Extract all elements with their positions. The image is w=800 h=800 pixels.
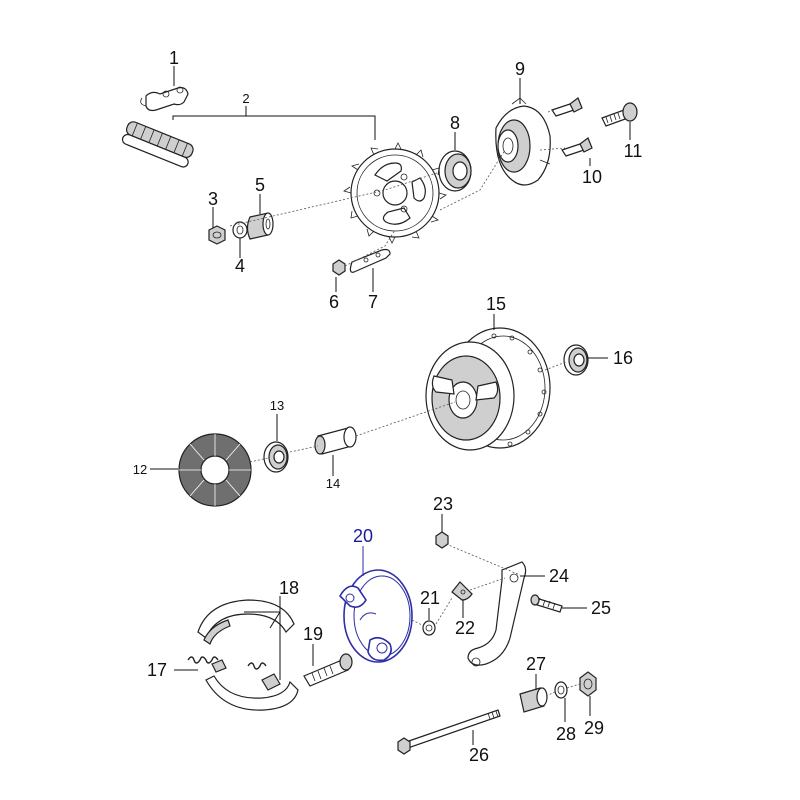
rear-sprocket: [343, 142, 447, 244]
leader-lines-group-2: [150, 314, 608, 476]
callout-18: 18: [279, 578, 299, 598]
part-29-axle-nut: [579, 671, 597, 697]
callout-14: 14: [326, 476, 340, 491]
callout-9: 9: [515, 59, 525, 79]
part-2-chain: [121, 121, 194, 168]
part-28-washer: [554, 681, 568, 699]
part-24-brake-arm: [467, 561, 527, 667]
part-22-wear-indicator: [451, 581, 473, 601]
part-17-spring: [187, 656, 267, 670]
callout-8: 8: [450, 113, 460, 133]
callout-5: 5: [255, 175, 265, 195]
leader-lines-group-3: [174, 514, 591, 745]
alignment-lines-group-1: [229, 109, 566, 267]
part-25-bolt: [530, 594, 563, 613]
part-18-brake-shoes: [197, 599, 299, 711]
part-26-axle: [397, 709, 501, 755]
part-10-stud: [551, 97, 593, 157]
callout-25: 25: [591, 598, 611, 618]
part-15-wheel-hub: [425, 327, 551, 451]
callout-21: 21: [420, 588, 440, 608]
part-5-collar: [246, 212, 274, 240]
part-8-bearing: [438, 150, 472, 192]
callout-11: 11: [624, 141, 643, 161]
callout-26: 26: [469, 745, 489, 765]
callout-19: 19: [303, 624, 323, 644]
part-4-washer: [232, 221, 248, 239]
part-7-lock-plate: [349, 248, 391, 273]
part-9-sprocket-hub: [495, 97, 551, 186]
callout-4: 4: [235, 256, 245, 276]
callout-22: 22: [455, 618, 475, 638]
part-21-washer: [422, 620, 436, 636]
callout-2: 2: [242, 91, 249, 106]
leader-lines-group-1: [172, 66, 631, 292]
part-16-bearing: [563, 344, 589, 376]
callout-29: 29: [584, 718, 604, 738]
part-27-spacer: [519, 687, 548, 713]
callout-12: 12: [133, 462, 147, 477]
callout-24: 24: [549, 566, 569, 586]
callout-20: 20: [353, 526, 373, 546]
callout-16: 16: [613, 348, 633, 368]
part-3-nut: [208, 225, 226, 245]
callout-3: 3: [208, 189, 218, 209]
part-20-brake-panel: [339, 569, 413, 663]
part-11-bolt: [601, 102, 638, 127]
part-19-brake-cam: [303, 653, 353, 687]
callout-6: 6: [329, 292, 339, 312]
callout-labels: 1 2 3 4 5 6 7 8 9 10 11 12 13 14 15 16 1…: [133, 48, 643, 765]
part-13-bearing: [263, 441, 289, 473]
callout-23: 23: [433, 494, 453, 514]
callout-10: 10: [582, 167, 602, 187]
callout-28: 28: [556, 724, 576, 744]
part-12-damper-rubber: [178, 433, 252, 507]
callout-27: 27: [526, 654, 546, 674]
part-1-master-link: [140, 86, 189, 112]
alignment-lines-group-3: [411, 543, 581, 697]
callout-17: 17: [147, 660, 167, 680]
callout-1: 1: [169, 48, 179, 68]
part-23-nut: [435, 531, 449, 549]
callout-13: 13: [270, 398, 284, 413]
callout-7: 7: [368, 292, 378, 312]
part-6-small-nut: [332, 259, 346, 276]
part-14-spacer: [314, 426, 357, 455]
alignment-lines-group-2: [249, 361, 567, 463]
callout-15: 15: [486, 294, 506, 314]
